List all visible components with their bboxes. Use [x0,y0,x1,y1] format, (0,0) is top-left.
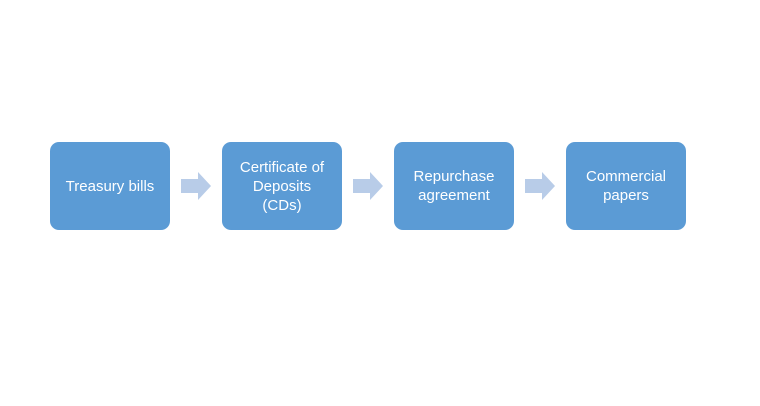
connector-3 [514,142,566,230]
step-label-line: Deposits [252,177,312,195]
step-label-line: agreement [418,187,490,204]
process-step-repurchase-agreement[interactable]: Repurchase agreement [394,142,514,230]
step-label-line: Repurchase [413,168,495,185]
step-label-line: Certificate of [239,158,325,176]
arrow-right-icon[interactable] [525,172,555,200]
step-label-line: Treasury bills [65,177,155,195]
arrow-right-icon[interactable] [181,172,211,200]
connector-1 [170,142,222,230]
step-label-line: Commercial [585,168,666,185]
arrow-right-icon[interactable] [353,172,383,200]
process-step-commercial-papers[interactable]: Commercial papers [566,142,686,230]
process-step-treasury-bills[interactable]: Treasury bills [50,142,170,230]
connector-2 [342,142,394,230]
process-step-certificate-of-deposits[interactable]: Certificate of Deposits (CDs) [222,142,342,230]
step-label-line: (CDs) [262,196,302,214]
process-flow-diagram: Treasury bills Certificate of Deposits (… [50,142,686,230]
step-label-line: papers [603,187,649,204]
